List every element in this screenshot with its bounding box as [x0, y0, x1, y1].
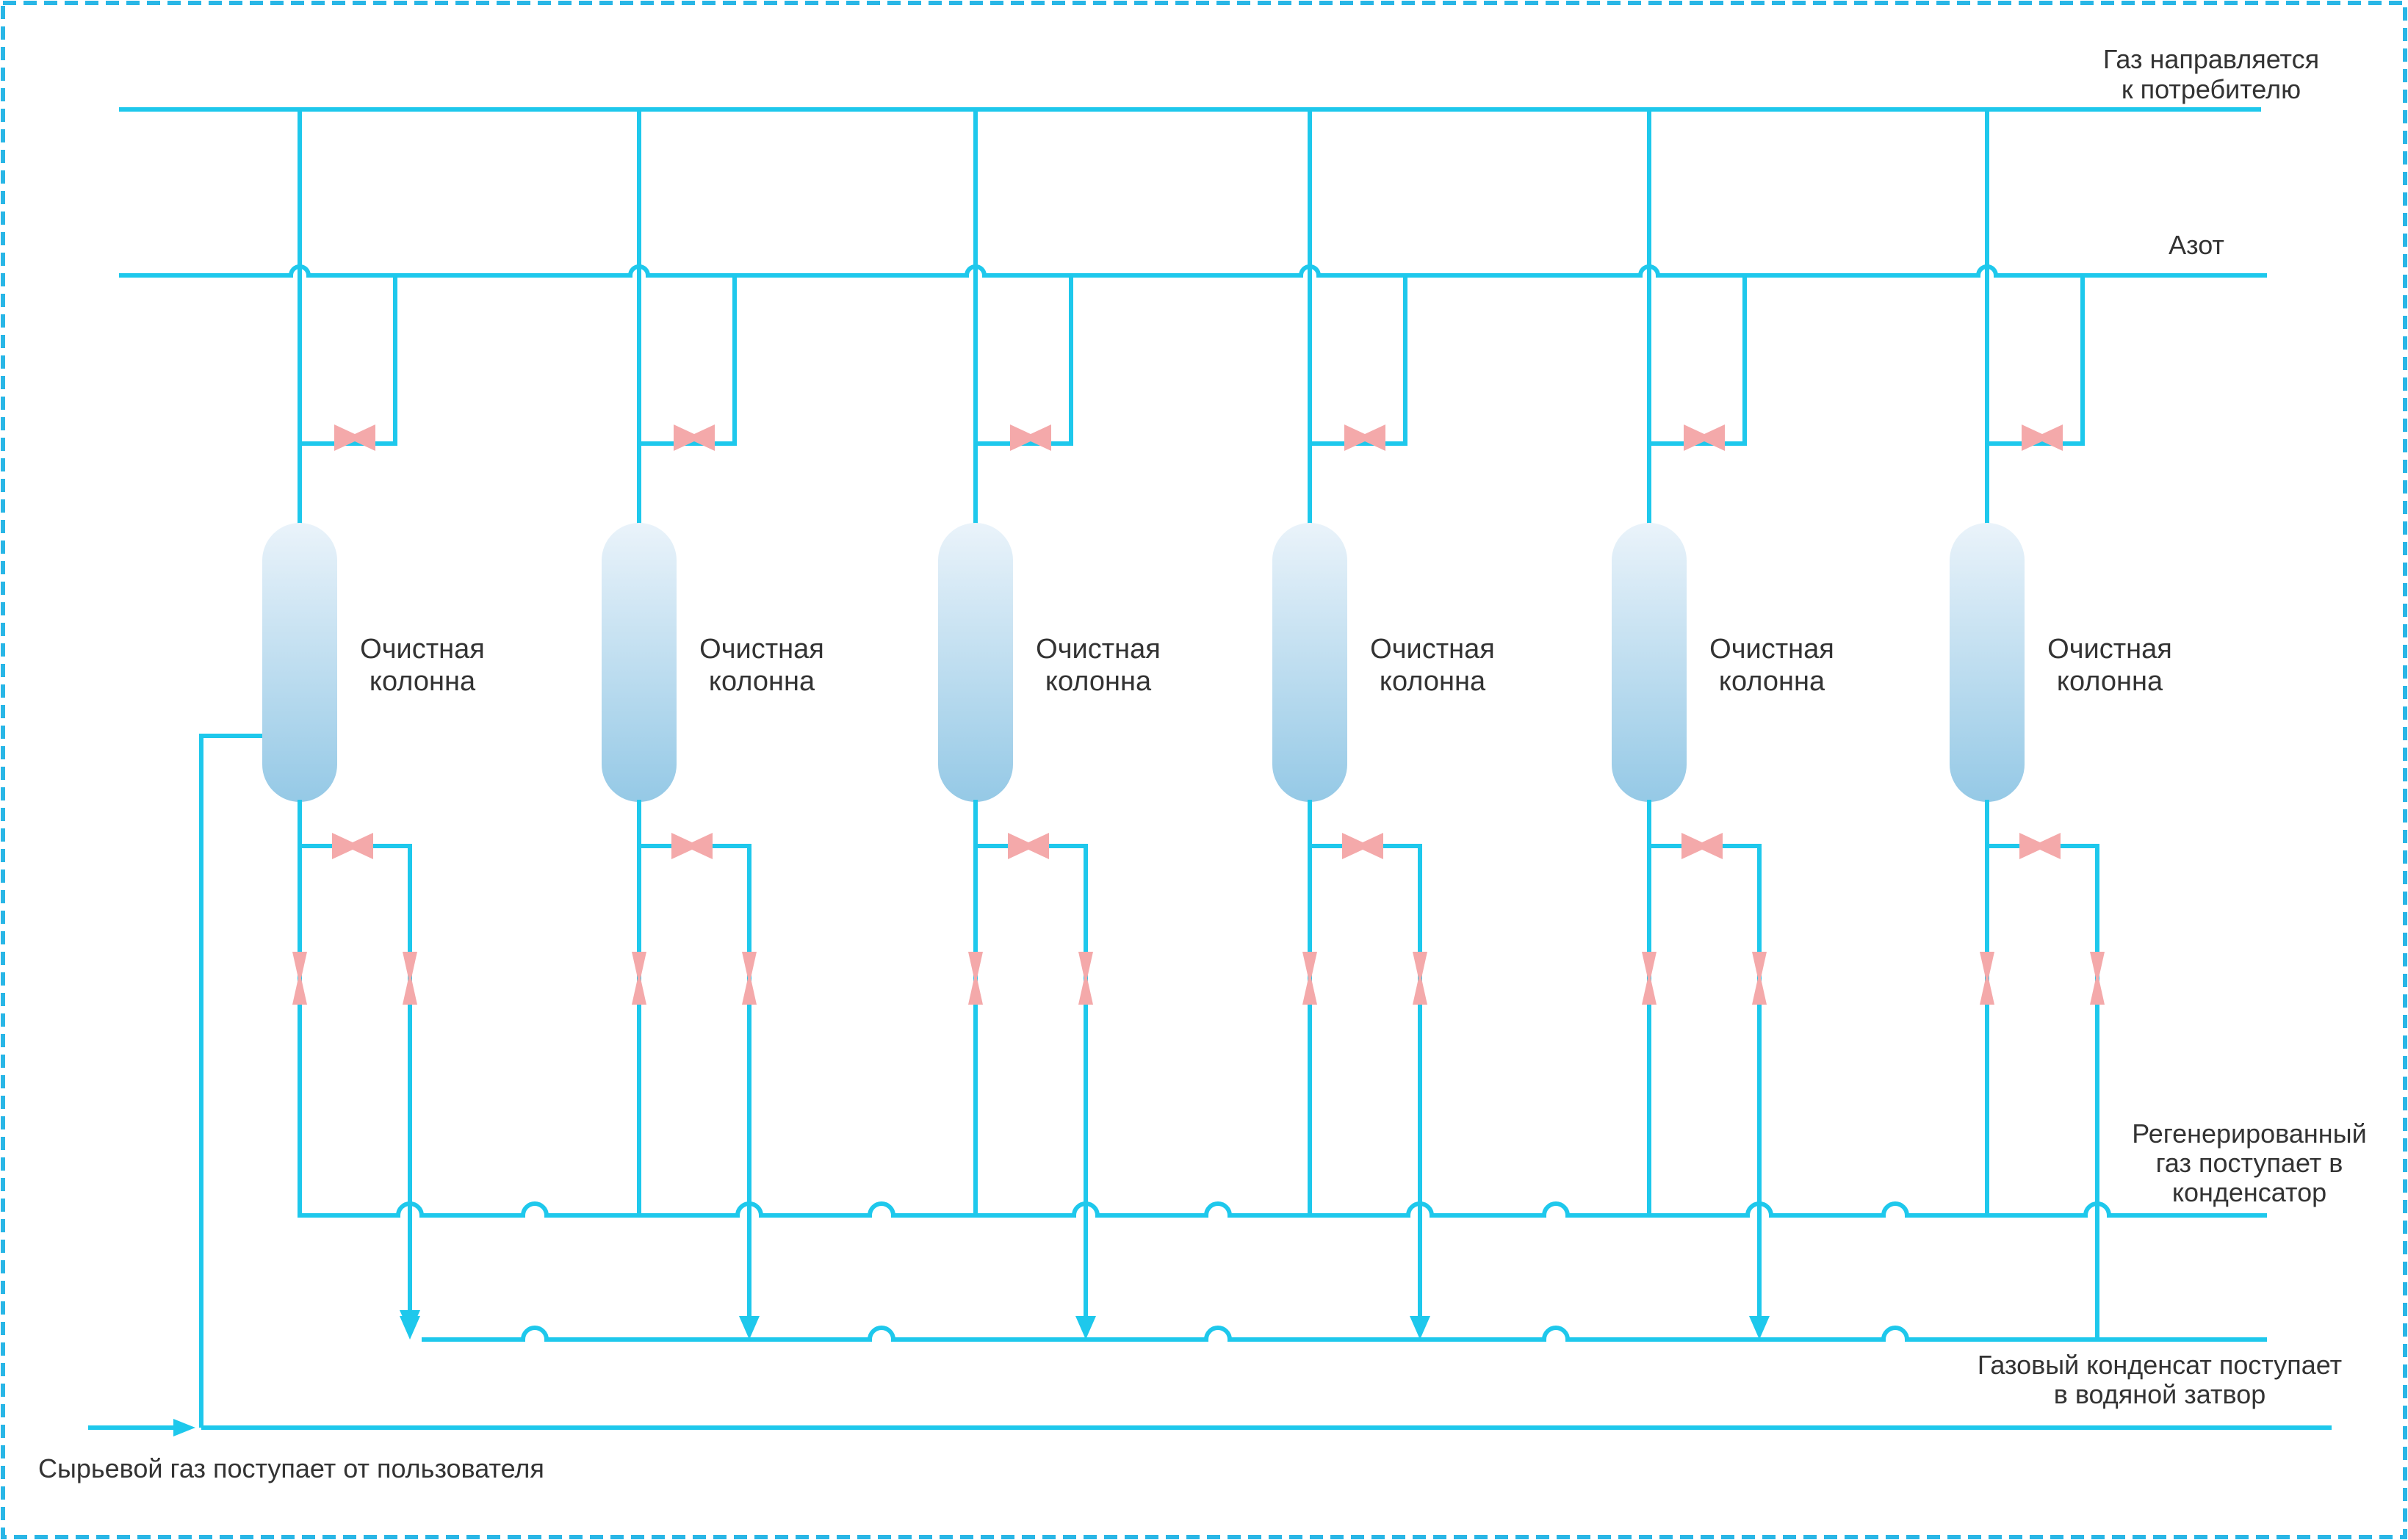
column-label-line1: Очистная — [1370, 634, 1495, 665]
regen-label-line3: конденсатор — [2172, 1177, 2326, 1207]
consumer-label-line2: к потребителю — [2122, 74, 2301, 104]
raw-gas-inlet-arrow — [173, 1419, 195, 1436]
condensate-arrow — [1075, 1316, 1096, 1340]
bottom-valve — [671, 833, 713, 859]
bottom-valve — [2019, 833, 2061, 859]
condensate-valve — [1752, 952, 1767, 1005]
column-label-line2: колонна — [1045, 666, 1152, 697]
nitrogen-valve — [1684, 424, 1725, 451]
nitrogen-valve — [334, 424, 375, 451]
condensate-arrow — [1749, 1316, 1770, 1340]
condensate-arrow — [1410, 1316, 1430, 1340]
column-label-line2: колонна — [2057, 666, 2163, 697]
column-label-line2: колонна — [709, 666, 815, 697]
cleaning-column — [262, 523, 337, 802]
condensate-arrow — [739, 1316, 760, 1340]
nitrogen-label: Азот — [2169, 230, 2224, 260]
cleaning-column — [938, 523, 1013, 802]
cleaning-column — [602, 523, 677, 802]
column-label-line2: колонна — [1719, 666, 1825, 697]
outlet-valve — [1980, 952, 1994, 1005]
cleaning-column — [1272, 523, 1347, 802]
cleaning-column — [1950, 523, 2025, 802]
condensate-label-line1: Газовый конденсат поступает — [1978, 1350, 2342, 1380]
nitrogen-header — [119, 264, 2267, 278]
bottom-valve — [332, 833, 373, 859]
regen-label-line1: Регенерированный — [2132, 1118, 2366, 1149]
column-label-line1: Очистная — [1709, 634, 1834, 665]
consumer-label-line1: Газ направляется — [2103, 44, 2319, 74]
outlet-valve — [1642, 952, 1657, 1005]
column-label-line1: Очистная — [360, 634, 485, 665]
raw-gas-line — [88, 734, 2332, 1436]
regenerated-gas-header — [300, 1201, 2267, 1218]
nitrogen-valve — [674, 424, 715, 451]
column-label-line2: колонна — [1380, 666, 1486, 697]
column-label-line2: колонна — [370, 666, 476, 697]
condensate-label-line2: в водяной затвор — [2054, 1379, 2266, 1409]
condensate-valve — [403, 952, 417, 1005]
bottom-valve — [1342, 833, 1383, 859]
regen-label-line2: газ поступает в — [2156, 1148, 2343, 1178]
condensate-valve — [742, 952, 757, 1005]
outlet-valve — [632, 952, 646, 1005]
nitrogen-valve — [1344, 424, 1385, 451]
outlet-valve — [968, 952, 983, 1005]
condensate-header-line — [422, 1326, 2267, 1342]
regen-header-line — [300, 1201, 2267, 1218]
bottom-valve — [1008, 833, 1049, 859]
column-label-line1: Очистная — [1036, 634, 1161, 665]
nitrogen-valve — [2022, 424, 2063, 451]
nitrogen-header-line — [119, 264, 2267, 278]
condensate-valve — [1413, 952, 1427, 1005]
cleaning-column — [1612, 523, 1687, 802]
outlet-valve — [1302, 952, 1317, 1005]
raw-gas-label: Сырьевой газ поступает от пользователя — [38, 1453, 544, 1483]
condensate-valve — [1078, 952, 1093, 1005]
outlet-valve — [292, 952, 307, 1005]
bottom-valve — [1681, 833, 1723, 859]
column-label-line1: Очистная — [699, 634, 824, 665]
condensate-valve — [2090, 952, 2105, 1005]
column-label-line1: Очистная — [2047, 634, 2172, 665]
condensate-header — [422, 1326, 2267, 1342]
labels: Газ направляется к потребителю Азот Реге… — [38, 44, 2367, 1483]
first-condensate-arrow — [400, 1310, 420, 1334]
nitrogen-valve — [1010, 424, 1051, 451]
column-units: ОчистнаяколоннаОчистнаяколоннаОчистнаяко… — [262, 107, 2172, 1342]
